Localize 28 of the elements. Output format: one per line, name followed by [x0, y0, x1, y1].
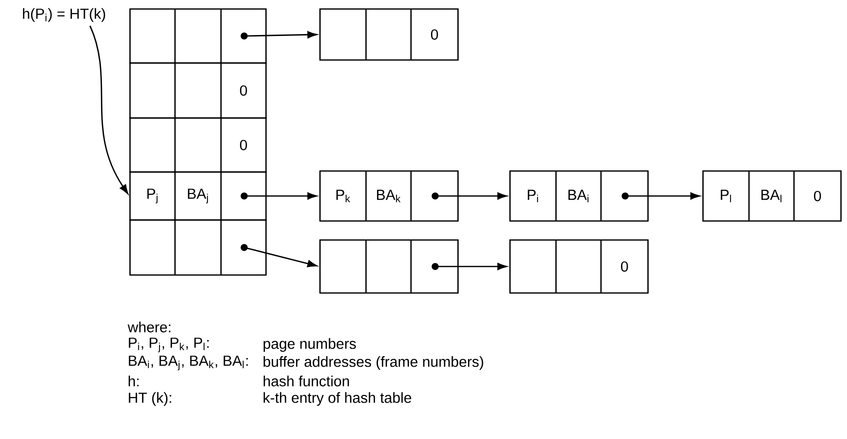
list-node: 0	[319, 8, 459, 61]
key-description: hash function	[264, 376, 349, 386]
pointer-arrow	[240, 31, 317, 40]
key-description: k-th entry of hash table	[264, 392, 412, 406]
list-node: P$_{i}$ BA$_{i}$	[509, 170, 649, 222]
hash-table-row: 0	[129, 62, 267, 119]
key-term: P$_{i}$, P$_{j}$, P$_{k}$, P$_{l}$:	[128, 338, 209, 352]
pointer-arrow	[89, 26, 128, 194]
list-node: P$_{k}$ BA$_{k}$	[319, 170, 459, 222]
pointer-arrow	[622, 192, 700, 200]
pointer-arrow	[240, 192, 317, 200]
key-description: page numbers	[264, 338, 356, 352]
hash-table-row	[129, 8, 267, 64]
pointer-arrow	[240, 244, 318, 268]
pointer-arrow	[432, 192, 507, 200]
key-term: HT (k):	[128, 392, 172, 406]
key-term: BA$_{i}$, BA$_{j}$, BA$_{k}$, BA$_{l}$:	[128, 356, 248, 370]
key-term: where:	[128, 322, 170, 332]
list-node: 0	[509, 239, 649, 294]
pointer-arrow	[432, 262, 507, 270]
key-description: buffer addresses (frame numbers)	[264, 356, 484, 370]
formula-label: h(P$_{i}$) = HT(k)	[23, 8, 106, 22]
hash-table-row	[129, 219, 267, 276]
list-node	[319, 239, 459, 294]
key-term: h:	[128, 376, 139, 386]
hash-table-row: 0	[129, 117, 267, 173]
hash-table-row: P$_{j}$ BA$_{j}$	[129, 171, 267, 221]
list-node: P$_{l}$ BA$_{l}$ 0	[702, 170, 842, 222]
